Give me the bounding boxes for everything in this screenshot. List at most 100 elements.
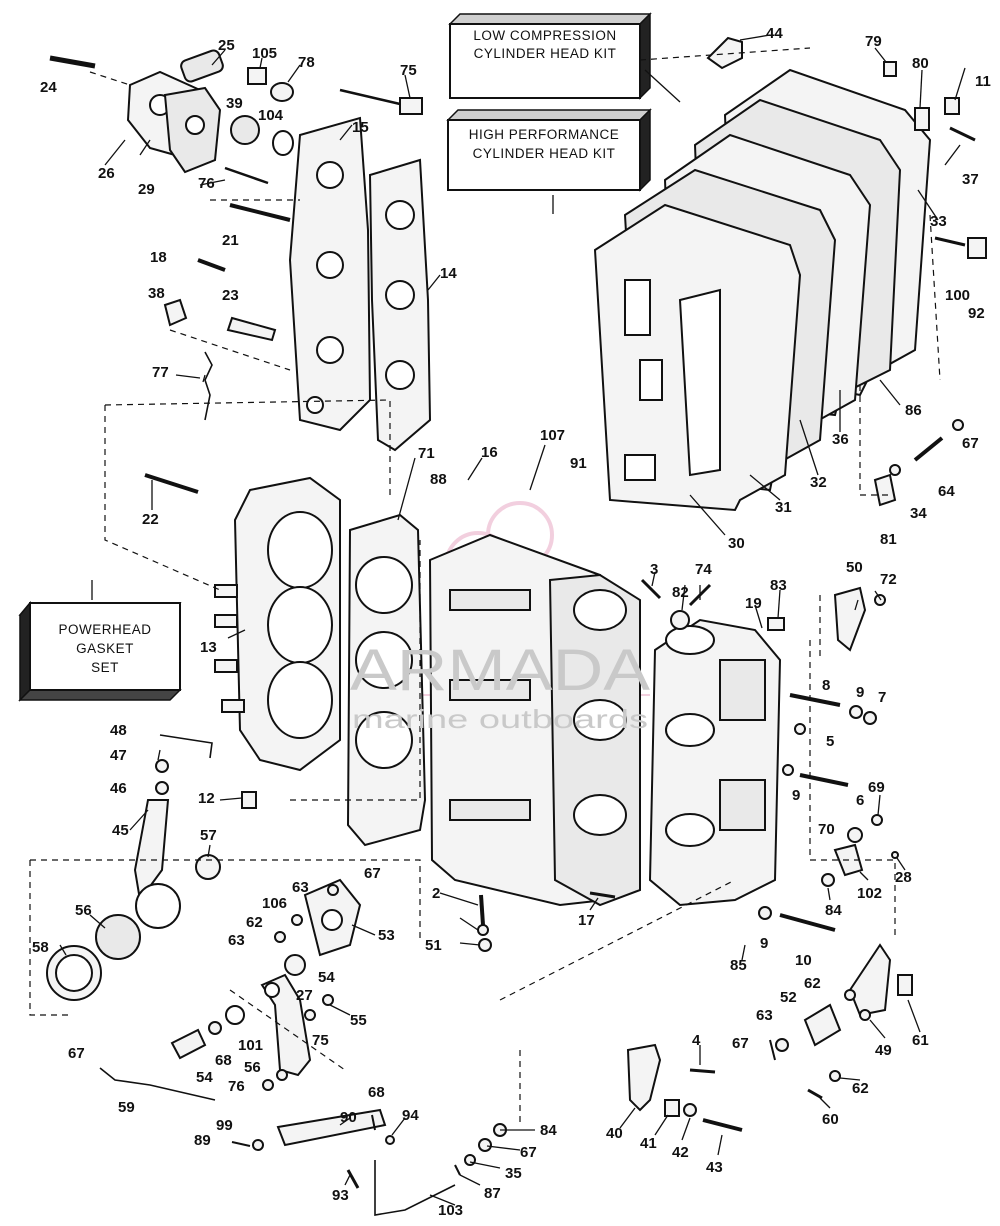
callout-90: 90 [340, 1109, 357, 1126]
callout-41: 43 [706, 1159, 723, 1176]
callout-40: 42 [672, 1144, 689, 1161]
callout-74: 75 [400, 62, 417, 79]
callout-13: 13 [200, 639, 217, 656]
callout-43: 45 [112, 822, 129, 839]
bottom-center-parts [477, 891, 743, 1132]
callout-39: 41 [640, 1135, 657, 1152]
bottom-right-parts [769, 943, 913, 1100]
callout-103: 107 [540, 427, 565, 444]
callout-54a: 55 [350, 1012, 367, 1029]
head-gasket [368, 158, 432, 452]
callout-14: 14 [440, 265, 457, 282]
callout-17: 17 [578, 912, 595, 929]
leader-lines [59, 34, 966, 1206]
callout-52: 54 [196, 1069, 213, 1086]
callout-67a: 67 [364, 865, 381, 882]
callout-33: 35 [505, 1165, 522, 1182]
callout-67d: 67 [732, 1035, 749, 1052]
callout-64: 64 [938, 483, 955, 500]
callout-38: 40 [606, 1125, 623, 1142]
callout-26: 28 [895, 869, 912, 886]
callout-94: 94 [402, 1107, 419, 1124]
callout-81: 81 [880, 531, 897, 548]
callout-63a: 63 [292, 879, 309, 896]
callout-96: 100 [945, 287, 970, 304]
callout-62a: 62 [246, 914, 263, 931]
callout-35: 37 [962, 171, 979, 188]
callout-92: 92 [968, 305, 985, 322]
callout-88: 88 [430, 471, 447, 488]
callout-9c: 9 [760, 935, 768, 952]
callout-76: 76 [198, 175, 215, 192]
callout-12: 12 [198, 790, 215, 807]
high-performance-line-1: HIGH PERFORMANCE [469, 127, 620, 142]
callout-99: 103 [438, 1202, 463, 1219]
callout-31: 33 [930, 213, 947, 230]
callout-21: 23 [222, 287, 239, 304]
callout-55: 56 [75, 902, 92, 919]
cylinder-gasket [346, 513, 427, 847]
grouping-lines [29, 47, 941, 1125]
callout-85: 85 [730, 957, 747, 974]
callout-46: 48 [110, 722, 127, 739]
callout-84b: 84 [540, 1122, 557, 1139]
callout-63c: 63 [756, 1007, 773, 1024]
callout-37: 39 [226, 95, 243, 112]
cylinder-block-cover [214, 476, 341, 772]
callout-8: 7 [878, 689, 886, 706]
callout-67c: 68 [368, 1084, 385, 1101]
callout-28: 30 [728, 535, 745, 552]
callout-80: 80 [912, 55, 929, 72]
cover-hardware [706, 36, 987, 507]
low-compression-kit-box: LOW COMPRESSION CYLINDER HEAD KIT [448, 12, 652, 100]
callout-3: 3 [650, 561, 658, 578]
callout-58: 59 [118, 1099, 135, 1116]
callout-65: 67 [520, 1144, 537, 1161]
callout-59: 60 [822, 1111, 839, 1128]
callout-75b: 76 [228, 1078, 245, 1095]
callout-30: 32 [810, 474, 827, 491]
callout-6: 6 [856, 792, 864, 809]
throttle-linkage-parts [46, 734, 257, 1101]
callout-45: 47 [110, 747, 127, 764]
callout-89: 89 [194, 1132, 211, 1149]
powerhead-line-3: SET [91, 660, 119, 675]
callout-78: 78 [298, 54, 315, 71]
callout-9b: 9 [792, 787, 800, 804]
callout-56: 57 [200, 827, 217, 844]
callout-16: 16 [481, 444, 498, 461]
callout-95: 99 [216, 1117, 233, 1134]
head-bolts-and-plug [144, 166, 291, 494]
callout-68: 68 [215, 1052, 232, 1069]
callout-83: 83 [770, 577, 787, 594]
low-compression-line-2: CYLINDER HEAD KIT [474, 46, 617, 61]
powerhead-line-2: GASKET [76, 641, 134, 656]
callout-50: 52 [780, 989, 797, 1006]
callout-72: 72 [880, 571, 897, 588]
callout-42: 44 [766, 25, 783, 42]
callout-101: 105 [252, 45, 277, 62]
callout-100: 104 [258, 107, 284, 124]
callout-labels: 24 25 105 78 75 39 104 15 26 29 76 21 18… [32, 25, 991, 1219]
watermark-text: ARMADA marine outboards [350, 638, 650, 734]
callout-44: 46 [110, 780, 127, 797]
callout-67b: 67 [68, 1045, 85, 1062]
callout-66: 67 [962, 435, 979, 452]
callout-27: 29 [138, 181, 155, 198]
callout-4: 4 [692, 1032, 701, 1049]
callout-73: 74 [695, 561, 712, 578]
callout-36: 38 [148, 285, 165, 302]
high-performance-line-2: CYLINDER HEAD KIT [473, 146, 616, 161]
throttle-cam-parts [170, 878, 362, 1091]
callout-5: 5 [826, 733, 834, 750]
callout-61: 62 [852, 1080, 869, 1097]
callout-98: 102 [857, 885, 882, 902]
callout-84a: 84 [825, 902, 842, 919]
crankcase-cover [648, 618, 782, 907]
callout-7: 8 [822, 677, 830, 694]
callout-77: 77 [152, 364, 169, 381]
powerhead-line-1: POWERHEAD [58, 622, 151, 637]
callout-24: 26 [98, 165, 115, 182]
